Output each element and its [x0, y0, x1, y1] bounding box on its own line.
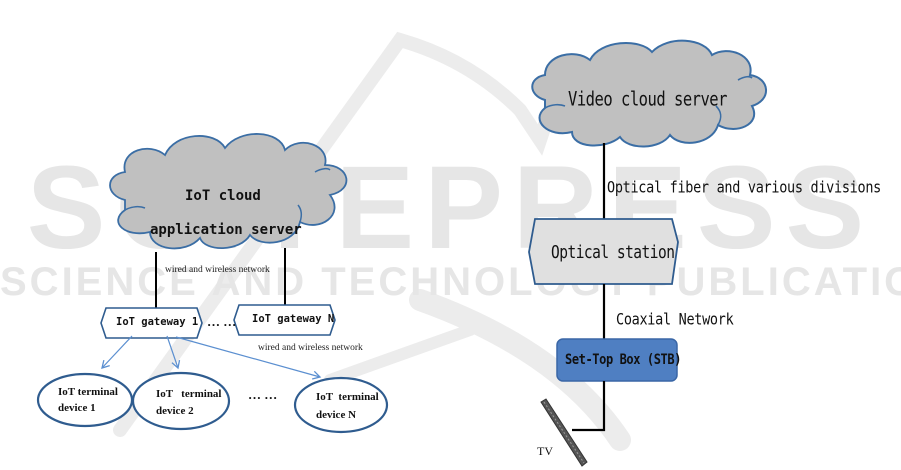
optical-station-shape: [528, 218, 679, 285]
device-2-shape: [131, 371, 231, 431]
optical-station-label: Optical station: [551, 243, 675, 263]
device-1-label-line2: device 1: [58, 402, 96, 414]
edge-label-cloud-station: Optical fiber and various divisions: [607, 178, 881, 198]
stb-label: Set-Top Box (STB): [565, 351, 682, 368]
device-2-label-line2: device 2: [156, 405, 194, 417]
stb-shape: [556, 338, 678, 382]
video-cloud-icon: [531, 39, 767, 148]
gateway-ellipsis: … …: [207, 314, 237, 329]
arrow-gateway-device-1: [101, 335, 133, 369]
iot-cloud-icon: [109, 133, 348, 250]
device-n-shape: [293, 376, 389, 434]
tv-label: TV: [537, 444, 553, 458]
edge-label-cloud-gateways: wired and wireless network: [165, 265, 270, 275]
iot-cloud-label-line1: IoT cloud: [185, 188, 261, 204]
video-cloud-label: Video cloud server: [568, 88, 727, 111]
gateway-1-label: IoT gateway 1: [116, 316, 199, 328]
edge-stb-tv: [572, 381, 606, 432]
edge-label-gateway-devices: wired and wireless network: [258, 343, 363, 353]
arrow-gateway-device-2: [166, 335, 181, 370]
device-1-label-line1: IoT terminal: [58, 386, 118, 398]
gateway-n-label: IoT gateway N: [252, 313, 335, 325]
tv-icon: [540, 398, 588, 467]
device-n-label-line2: device N: [316, 409, 357, 421]
gateway-n-shape: [233, 304, 336, 336]
device-ellipsis: … …: [248, 387, 278, 402]
gateway-1-shape: [100, 307, 203, 339]
device-n-label-line1: IoT terminal: [316, 391, 379, 403]
edge-label-station-stb: Coaxial Network: [616, 310, 734, 330]
arrow-gateway-device-n: [175, 336, 322, 380]
watermark-subtitle: SCIENCE AND TECHNOLOGY PUBLICATIONS: [0, 260, 901, 304]
iot-cloud-label-line2: application server: [150, 222, 302, 238]
device-2-label-line1: IoT terminal: [156, 388, 222, 400]
